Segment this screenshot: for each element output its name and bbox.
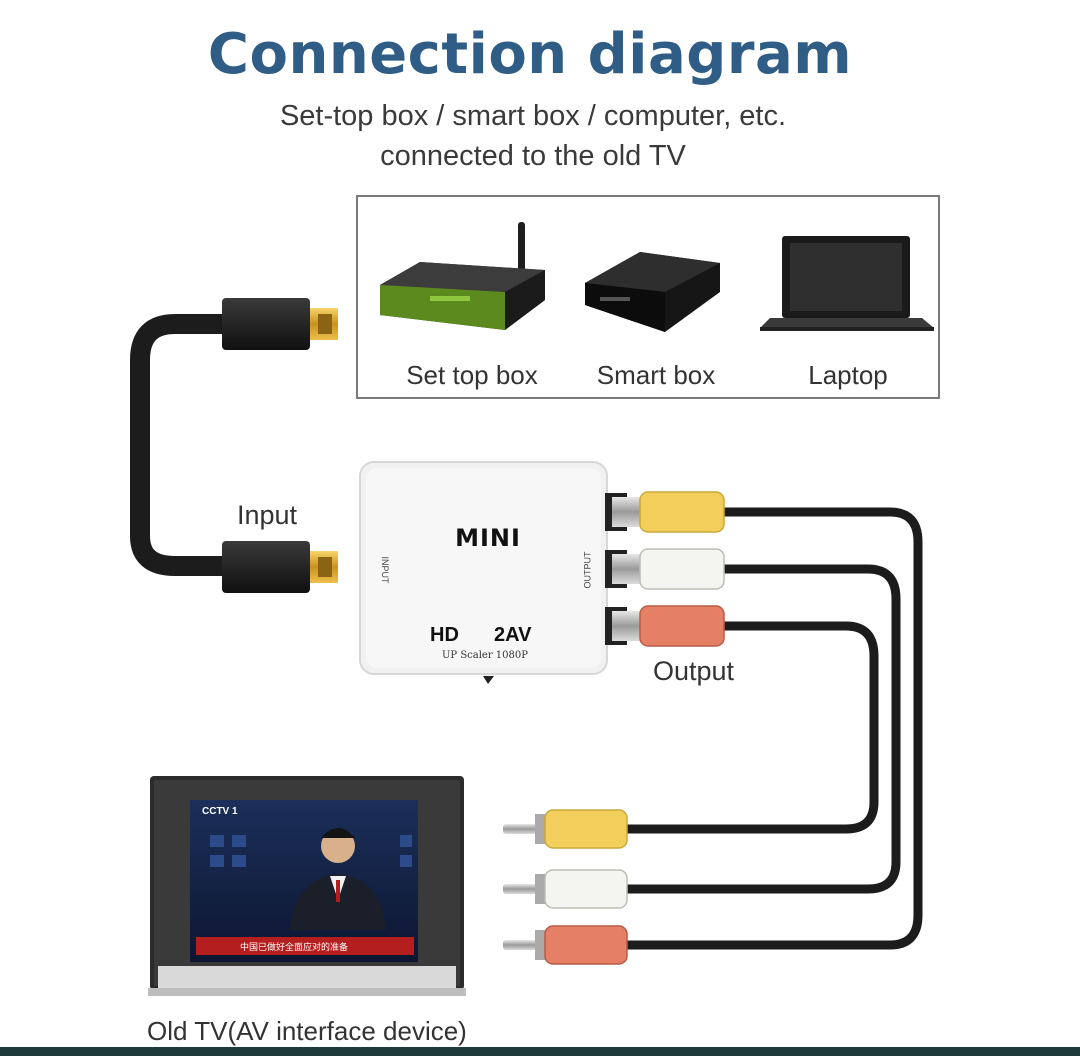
converter-hd: HD [430, 624, 459, 646]
page-title: Connection diagram [207, 22, 853, 87]
bottom-bar [0, 1047, 1080, 1056]
subtitle-line-1: Set-top box / smart box / computer, etc. [279, 100, 787, 132]
laptop-icon [760, 236, 934, 331]
input-label: Input [237, 500, 298, 530]
converter-subtext: UP Scaler 1080P [441, 650, 528, 661]
hdmi-cable [130, 314, 242, 576]
subtitle-line-2: connected to the old TV [380, 140, 686, 172]
old-tv-label: Old TV(AV interface device) [147, 1016, 467, 1046]
rca-cables [625, 507, 923, 950]
rca-jack-red [605, 607, 640, 645]
smart-box-icon [585, 252, 720, 332]
output-label: Output [653, 656, 735, 686]
rca-plug-red-bottom [503, 925, 628, 965]
old-tv-icon [148, 776, 466, 996]
tv-channel-logo: CCTV 1 [202, 806, 238, 817]
rca-plug-white-bottom [503, 869, 628, 909]
hdmi-to-av-converter [359, 461, 608, 684]
converter-2av: 2AV [494, 624, 532, 646]
rca-plug-white-top [639, 548, 725, 590]
rca-plug-red-top [639, 605, 725, 647]
rca-jack-yellow [605, 493, 640, 531]
set-top-box-icon [380, 222, 545, 330]
tv-ticker-text: 中国已做好全面应对的准备 [240, 942, 349, 952]
rca-jack-white [605, 550, 640, 588]
rca-plug-yellow-bottom [503, 809, 628, 849]
converter-brand: MINI [455, 524, 521, 552]
converter-output-port-label: OUTPUT [582, 551, 593, 589]
converter-input-port-label: INPUT [380, 556, 390, 584]
smart-box-label: Smart box [596, 360, 716, 390]
hdmi-plug-top [222, 298, 338, 350]
hdmi-plug-bottom [222, 541, 338, 593]
laptop-label: Laptop [808, 360, 888, 390]
rca-plug-yellow-top [639, 491, 725, 533]
set-top-box-label: Set top box [406, 360, 538, 390]
